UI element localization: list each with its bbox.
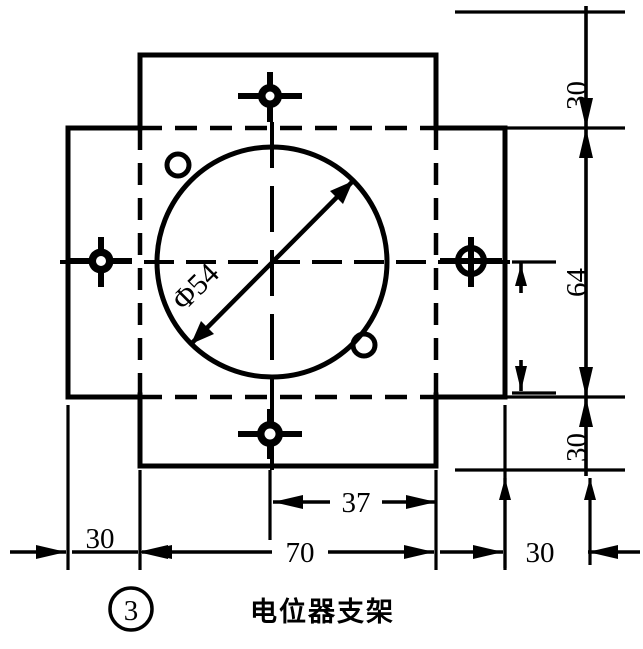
dimension-30-bottom-right-lower: 30 xyxy=(440,537,640,569)
center-lines xyxy=(60,122,520,470)
dimension-70-label: 70 xyxy=(286,537,315,569)
small-hole-upper-left xyxy=(164,151,192,179)
dimension-64-label: 64 xyxy=(561,268,593,298)
hidden-edges-dashed xyxy=(137,125,439,400)
diameter-label: Φ54 xyxy=(166,257,226,317)
inner-height-arrows xyxy=(512,260,556,395)
dimension-30-bottom-right-lower-label: 30 xyxy=(526,537,555,569)
dimension-30-bottom-right: 30 xyxy=(561,397,593,476)
dimension-64-right: 64 xyxy=(561,128,593,397)
mounting-hole-right xyxy=(440,237,502,287)
dimension-30-top-right: 30 xyxy=(561,6,593,128)
dimension-30-bottom-right-label: 30 xyxy=(561,433,593,462)
mounting-hole-top xyxy=(238,72,302,122)
diameter-dimension-leader xyxy=(189,179,355,346)
dimension-70: 70 xyxy=(142,534,434,570)
figure-index-number: 3 xyxy=(124,595,139,627)
dimension-30-top-right-label: 30 xyxy=(561,81,593,110)
mounting-hole-bottom xyxy=(238,409,302,459)
dimension-37-label: 37 xyxy=(342,487,371,519)
bottom-right-extension-arrow xyxy=(499,478,596,568)
dimension-30-bottom-left-label: 30 xyxy=(86,523,115,555)
right-extension-lines xyxy=(455,10,625,472)
dimension-37: 37 xyxy=(273,484,436,520)
bottom-extension-lines xyxy=(66,405,592,570)
figure-index: 3 xyxy=(108,586,154,632)
small-hole-lower-right xyxy=(350,331,378,359)
vertical-arm-outline xyxy=(137,52,439,469)
dimension-30-bottom-left: 30 xyxy=(10,523,168,559)
mounting-hole-left xyxy=(70,237,132,287)
figure-caption: 电位器支架 xyxy=(250,596,395,628)
